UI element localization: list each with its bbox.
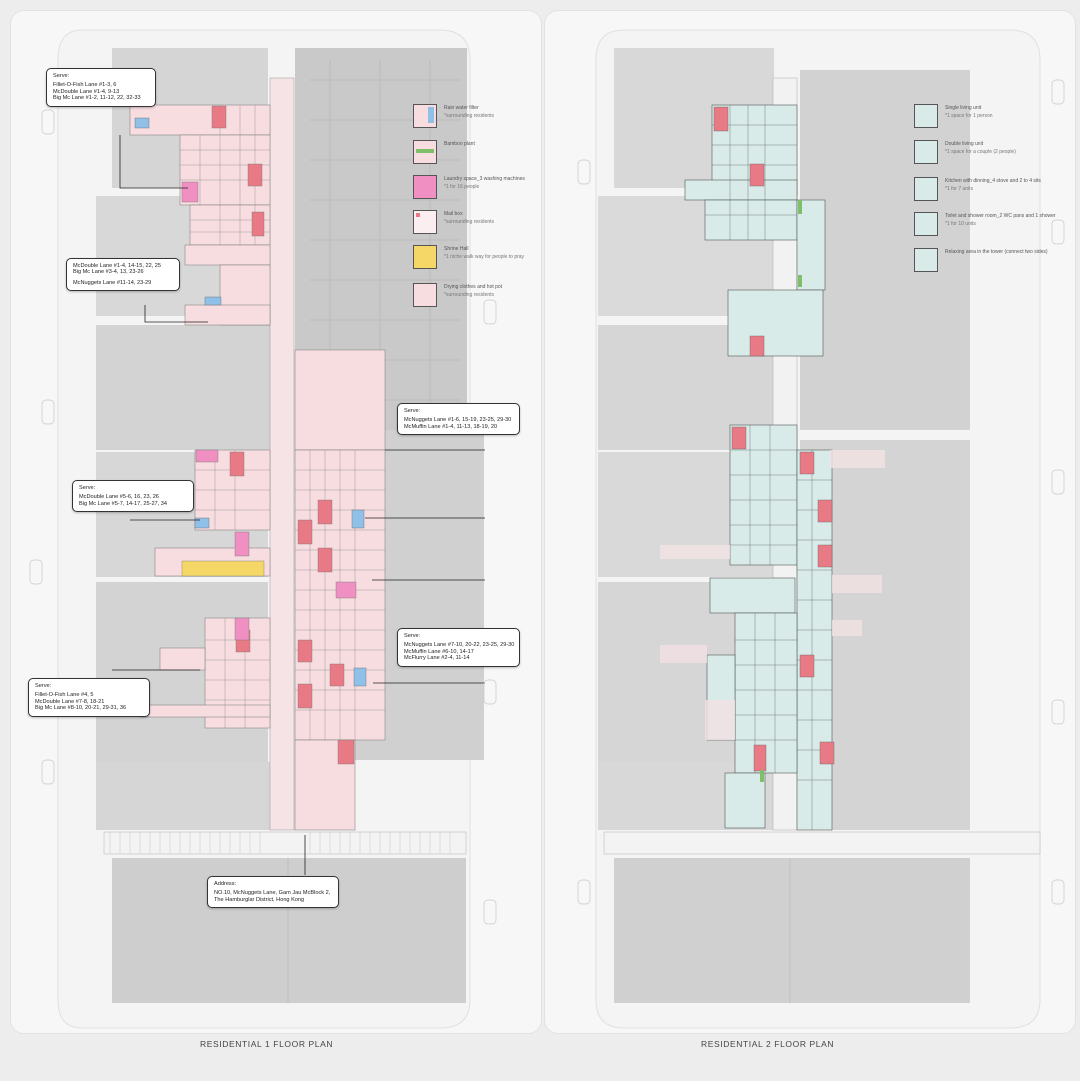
legend-item: Drying clothes and hot pot *surrounding r… <box>413 283 583 313</box>
legend-right: Single living unit*1 space for 1 person … <box>914 104 1074 284</box>
callout-serve-5: Serve: McNuggets Lane #7-10, 20-22, 23-2… <box>397 628 520 667</box>
legend-item: Single living unit *1 space for 1 person <box>914 104 1080 134</box>
callout-line: McNuggets Lane #11-14, 23-29 <box>73 279 152 286</box>
legend-title: Shrine Hall <box>444 246 469 252</box>
callout-header: Serve: <box>79 485 96 491</box>
callout-header: Address: <box>214 881 237 887</box>
callout-line: Fillet-O-Fish Lane #1-3, 6 <box>53 82 117 89</box>
caption-residential-1: RESIDENTIAL 1 FLOOR PLAN <box>200 1039 334 1049</box>
single-unit-icon <box>914 104 938 128</box>
legend-item: Kitchen with dinning_4 stove and 2 to 4 … <box>914 177 1080 207</box>
callout-line: The Hamburglar District, Hong Kong <box>214 896 305 903</box>
legend-sub: *surrounding residents <box>444 219 495 225</box>
callout-line: McNuggets Lane #1-6, 15-19, 23-25, 29-30 <box>404 417 512 424</box>
legend-title: Mail box <box>444 211 463 217</box>
callout-line: McFlurry Lane #2-4, 11-14 <box>404 655 470 662</box>
relaxing-area-icon <box>914 248 938 272</box>
callout-line: McMuffin Lane #6-10, 14-17 <box>404 648 474 655</box>
callout-line: Big Mc Lane #5-7, 14-17, 25-27, 34 <box>79 500 168 507</box>
callout-line: McDouble Lane #7-8, 18-21 <box>35 698 105 705</box>
mail-box-icon <box>413 210 437 234</box>
callout-line: Big Mc Lane #1-2, 11-12, 22, 32-33 <box>53 95 141 102</box>
legend-item: Laundry space_3 washing machines *1 for 1… <box>413 175 583 205</box>
legend-sub: *1 for 10 units <box>945 221 976 227</box>
callout-serve-2: McDouble Lane #1-4, 14-15, 22, 25 Big Mc… <box>66 258 180 292</box>
callout-line: McDouble Lane #5-6, 16, 23, 26 <box>79 494 159 501</box>
legend-left: Rain water filter*surrounding residents … <box>413 104 543 314</box>
callout-header: Serve: <box>404 633 421 639</box>
legend-title: Drying clothes and hot pot <box>444 284 503 290</box>
callout-line: McDouble Lane #1-4, 9-13 <box>53 88 120 95</box>
legend-title: Relaxing area in the tower (connect two … <box>945 249 1048 255</box>
left-block-3 <box>96 325 278 450</box>
shrine-hall-icon <box>413 245 437 269</box>
kitchen-icon <box>914 177 938 201</box>
callout-serve-1: Serve: Fillet-O-Fish Lane #1-3, 6 McDoub… <box>46 68 156 107</box>
legend-sub: *1 space for a couple (2 people) <box>945 149 1016 155</box>
legend-title: Kitchen with dinning_4 stove and 2 to 4 … <box>945 178 1041 184</box>
callout-line: McMuffin Lane #1-4, 11-13, 18-19, 20 <box>404 423 498 430</box>
shrine-hall <box>181 560 265 577</box>
laundry-icon <box>413 175 437 199</box>
callout-line: Big Mc Lane #3-4, 13, 23-26 <box>73 269 144 276</box>
legend-item: Double living unit *1 space for a couple … <box>914 140 1080 170</box>
callout-serve-4: Serve: McDouble Lane #5-6, 16, 23, 26 Bi… <box>72 480 194 513</box>
caption-residential-2: RESIDENTIAL 2 FLOOR PLAN <box>701 1039 835 1049</box>
left-block-6 <box>96 762 278 830</box>
callout-line: NO.10, McNuggets Lane, Gam Jau McBlock 2… <box>214 890 331 897</box>
legend-title: Laundry space_3 washing machines <box>444 176 525 182</box>
legend-sub: *1 for 7 units <box>945 186 974 192</box>
left-site <box>29 29 497 1029</box>
callout-header: Serve: <box>404 408 421 414</box>
legend-sub: *1 space for 1 person <box>945 113 993 119</box>
street-strip-left <box>103 831 467 855</box>
callout-line: McNuggets Lane #7-10, 20-22, 23-25, 29-3… <box>404 642 515 649</box>
legend-sub: *surrounding residents <box>444 113 495 119</box>
legend-item: Mail box *surrounding residents <box>413 210 583 240</box>
legend-title: Double living unit <box>945 141 984 147</box>
callout-line: Big Mc Lane #8-10, 20-21, 29-31, 36 <box>35 705 127 712</box>
legend-sub: *1 for 16 people <box>444 184 480 190</box>
alley-spine-left <box>269 77 295 831</box>
legend-sub: *1 niche walk way for people to pray <box>444 254 525 260</box>
legend-sub: *surrounding residents <box>444 292 495 298</box>
callout-address: Address: NO.10, McNuggets Lane, Gam Jau … <box>207 876 339 909</box>
double-unit-icon <box>914 140 938 164</box>
drying-clothes-icon <box>413 283 437 307</box>
bamboo-plant-icon <box>413 140 437 164</box>
legend-item: Shrine Hall *1 niche walk way for people … <box>413 245 583 275</box>
callout-header: Serve: <box>35 683 52 689</box>
legend-title: Single living unit <box>945 105 982 111</box>
legend-title: Bamboo plant <box>444 141 475 147</box>
legend-title: Rain water filter <box>444 105 479 111</box>
callout-serve-3: Serve: McNuggets Lane #1-6, 15-19, 23-25… <box>397 403 520 436</box>
legend-item: Bamboo plant <box>413 140 583 170</box>
legend-item: Toilet and shower room_2 WC pans and 1 s… <box>914 212 1080 242</box>
legend-title: Toilet and shower room_2 WC pans and 1 s… <box>945 213 1056 219</box>
toilet-icon <box>914 212 938 236</box>
rain-water-filter-icon <box>413 104 437 128</box>
callout-header: Serve: <box>53 73 70 79</box>
legend-item: Rain water filter *surrounding residents <box>413 104 583 134</box>
right-site <box>577 29 1065 1029</box>
legend-item: Relaxing area in the tower (connect two … <box>914 248 1080 278</box>
callout-line: Fillet-O-Fish Lane #4, 5 <box>35 692 94 699</box>
callout-line: McDouble Lane #1-4, 14-15, 22, 25 <box>73 263 162 269</box>
callout-serve-6: Serve: Fillet-O-Fish Lane #4, 5 McDouble… <box>28 678 150 717</box>
